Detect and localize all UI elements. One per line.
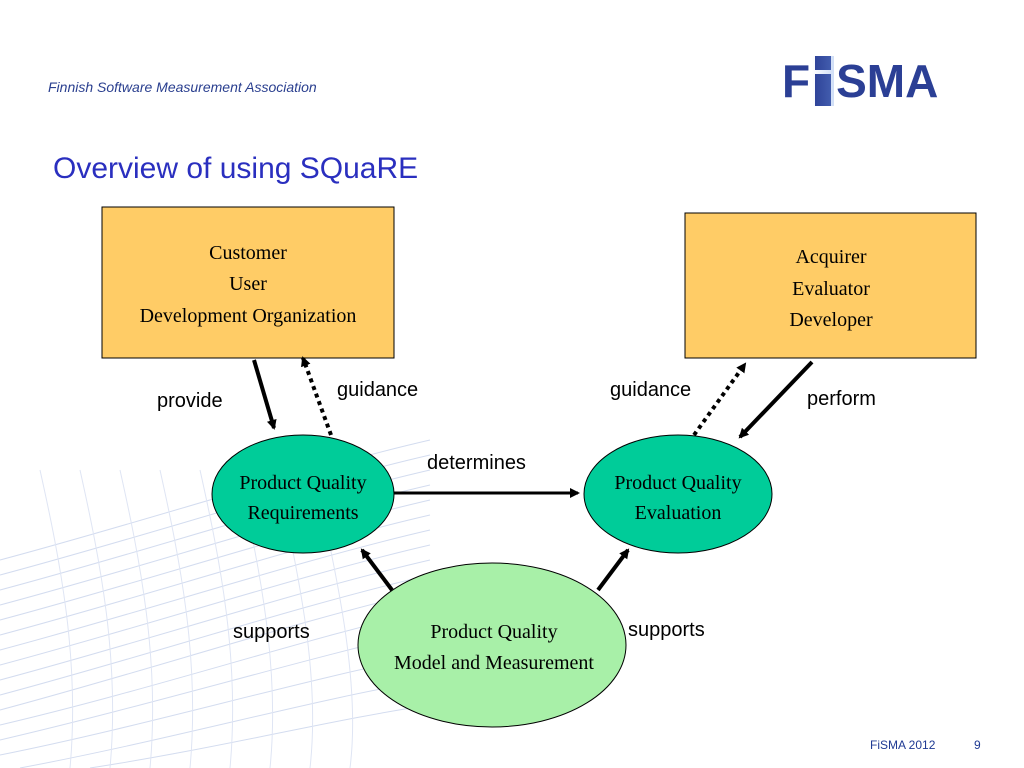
role-right-line-3: Developer [789,309,873,331]
label-supports-right: supports [628,619,705,641]
role-left-line-1: Customer [209,242,287,264]
footer-label: FiSMA 2012 [870,738,936,752]
guidance-right-arrow [692,362,747,437]
label-guidance-right: guidance [610,379,691,401]
logo-letters-sma: SMA [836,55,939,107]
role-left-line-3: Development Organization [140,305,357,327]
requirements-line-1: Product Quality [239,472,366,494]
role-box-left [101,206,395,359]
model-ellipse [357,562,627,728]
supports-left-arrow [360,548,394,592]
role-right-line-2: Evaluator [792,278,870,300]
evaluation-line-1: Product Quality [614,472,741,494]
label-guidance-left: guidance [337,379,418,401]
label-determines: determines [427,452,526,474]
role-right-line-1: Acquirer [795,246,866,268]
role-left-line-2: User [229,273,267,295]
perform-arrow [738,360,814,439]
label-perform: perform [807,388,876,410]
model-line-2: Model and Measurement [394,652,594,674]
evaluation-ellipse [583,434,773,554]
fisma-logo: F SMA [782,55,939,107]
role-box-right [684,212,977,359]
association-name: Finnish Software Measurement Association [48,79,317,95]
logo-i-mark [812,56,835,106]
slide-title: Overview of using SQuaRE [53,152,419,185]
page-number: 9 [974,738,981,752]
requirements-line-2: Requirements [247,502,358,524]
supports-right-arrow [596,548,630,592]
label-supports-left: supports [233,621,310,643]
label-provide: provide [157,390,223,412]
logo-letter-f: F [782,55,811,107]
guidance-left-arrow [301,356,333,436]
provide-arrow [252,359,277,430]
requirements-ellipse [211,434,395,554]
evaluation-line-2: Evaluation [635,502,722,524]
model-line-1: Product Quality [430,621,557,643]
